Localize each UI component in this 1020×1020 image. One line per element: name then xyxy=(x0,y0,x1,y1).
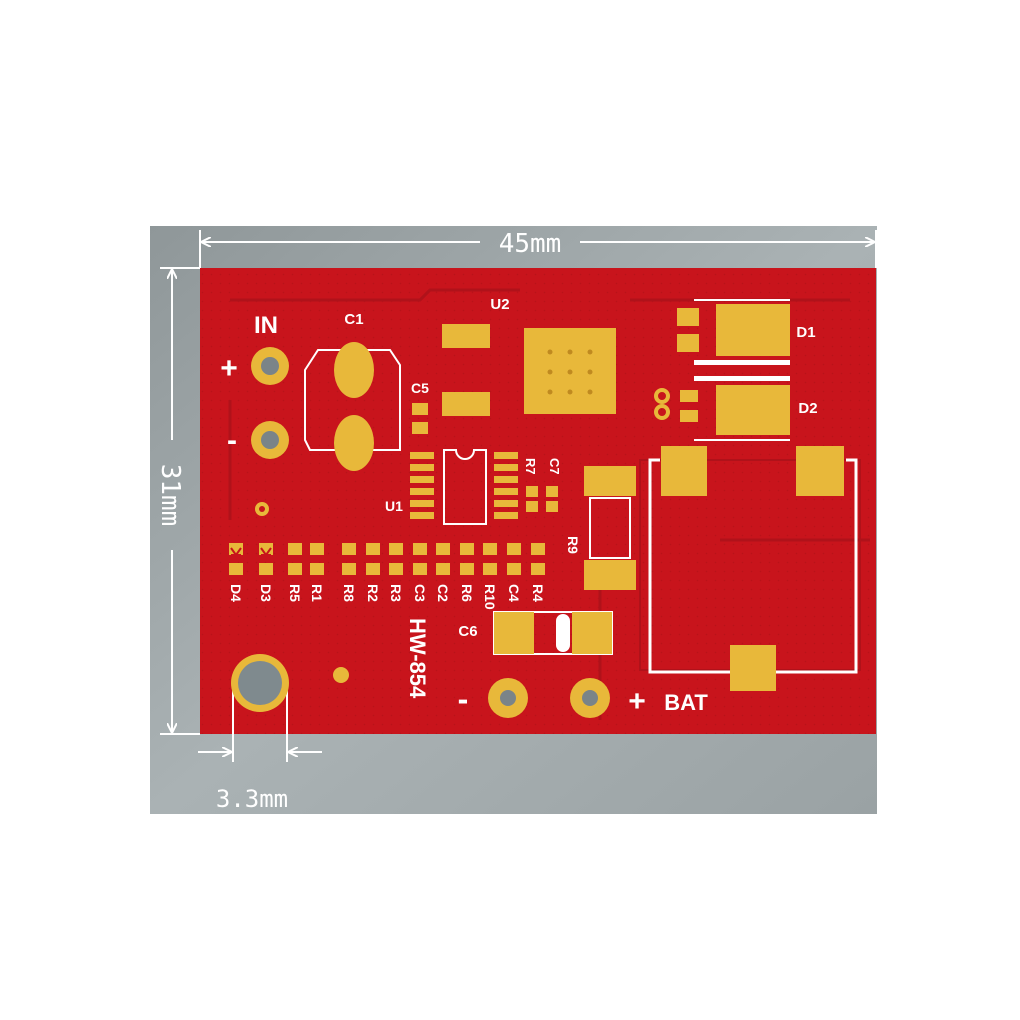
pad-r8-b xyxy=(342,563,356,575)
battery-terminals: - + BAT xyxy=(458,678,708,718)
pad-c2-b xyxy=(436,563,450,575)
pad-c4-a xyxy=(507,543,521,555)
in-label: IN xyxy=(254,312,278,339)
u2-regulator: U2 xyxy=(442,296,616,416)
c5-label: C5 xyxy=(411,380,429,396)
u1-label: U1 xyxy=(385,498,403,514)
designator-c2: C2 xyxy=(435,584,451,602)
designator-r5: R5 xyxy=(287,584,303,602)
pad-d3-b xyxy=(259,563,273,575)
pad-r5-a xyxy=(288,543,302,555)
hole-label: 3.3mm xyxy=(216,785,288,813)
pad-r1-b xyxy=(310,563,324,575)
inductor-footprint xyxy=(648,446,858,691)
c1-label: C1 xyxy=(344,311,363,328)
pad-r3-a xyxy=(389,543,403,555)
r9-label: R9 xyxy=(565,536,581,554)
designator-r10: R10 xyxy=(482,584,498,610)
pad-r4-a xyxy=(531,543,545,555)
diode-polarity-mark xyxy=(260,547,272,557)
hole-dimension: 3.3mm xyxy=(198,690,322,813)
pad-r2-b xyxy=(366,563,380,575)
pad-c2-a xyxy=(436,543,450,555)
width-label: 45mm xyxy=(499,229,562,259)
pad-d4-b xyxy=(229,563,243,575)
pad-r8-a xyxy=(342,543,356,555)
height-label: 31mm xyxy=(155,464,185,527)
designator-r6: R6 xyxy=(459,584,475,602)
c1-capacitor: C1 xyxy=(304,311,401,471)
c5-capacitor: C5 xyxy=(411,380,429,434)
pad-c4-b xyxy=(507,563,521,575)
d1-diode: D1 xyxy=(677,299,816,365)
designator-r8: R8 xyxy=(341,584,357,602)
d2-diode: D2 xyxy=(654,376,818,441)
c6-capacitor: C6 xyxy=(458,611,613,655)
u1-chip: U1 xyxy=(385,449,518,525)
pad-r3-b xyxy=(389,563,403,575)
in-minus-label: - xyxy=(227,424,237,457)
designator-r1: R1 xyxy=(309,584,325,602)
pad-r5-b xyxy=(288,563,302,575)
pad-r6-a xyxy=(460,543,474,555)
designator-d4: D4 xyxy=(228,584,244,602)
pad-d3-a xyxy=(259,543,273,555)
width-dimension: 45mm xyxy=(199,229,877,268)
pad-r10-b xyxy=(483,563,497,575)
in-plus-label: + xyxy=(220,352,238,385)
r7-label: R7 xyxy=(523,458,538,475)
r7-c7-group: R7 C7 xyxy=(523,458,562,512)
u2-label: U2 xyxy=(490,296,509,313)
diode-polarity-mark xyxy=(230,547,242,557)
pad-r2-a xyxy=(366,543,380,555)
pad-c3-a xyxy=(413,543,427,555)
designator-c4: C4 xyxy=(506,584,522,602)
designator-d3: D3 xyxy=(258,584,274,602)
c7-label: C7 xyxy=(547,458,562,475)
model-label: HW-854 xyxy=(405,618,430,699)
height-dimension: 31mm xyxy=(155,267,200,735)
pad-c3-b xyxy=(413,563,427,575)
designator-r3: R3 xyxy=(388,584,404,602)
pad-r6-b xyxy=(460,563,474,575)
bottom-component-row: D4 D3 R5 R1 R8 R2 R3 C3 C2 R6 R10 C4 R4 xyxy=(228,543,546,610)
pad-r1-a xyxy=(310,543,324,555)
fiducial-dot xyxy=(333,667,349,683)
bat-plus-label: + xyxy=(628,685,646,718)
designator-c3: C3 xyxy=(412,584,428,602)
d1-label: D1 xyxy=(796,324,815,341)
pad-r4-b xyxy=(531,563,545,575)
pad-d4-a xyxy=(229,543,243,555)
bat-label: BAT xyxy=(664,690,708,715)
d2-label: D2 xyxy=(798,400,817,417)
designator-r4: R4 xyxy=(530,584,546,602)
c6-label: C6 xyxy=(458,623,477,640)
pad-r10-a xyxy=(483,543,497,555)
bat-minus-label: - xyxy=(458,681,469,717)
designator-r2: R2 xyxy=(365,584,381,602)
r9-resistor: R9 xyxy=(565,466,636,590)
input-terminals: IN + - xyxy=(220,312,289,459)
